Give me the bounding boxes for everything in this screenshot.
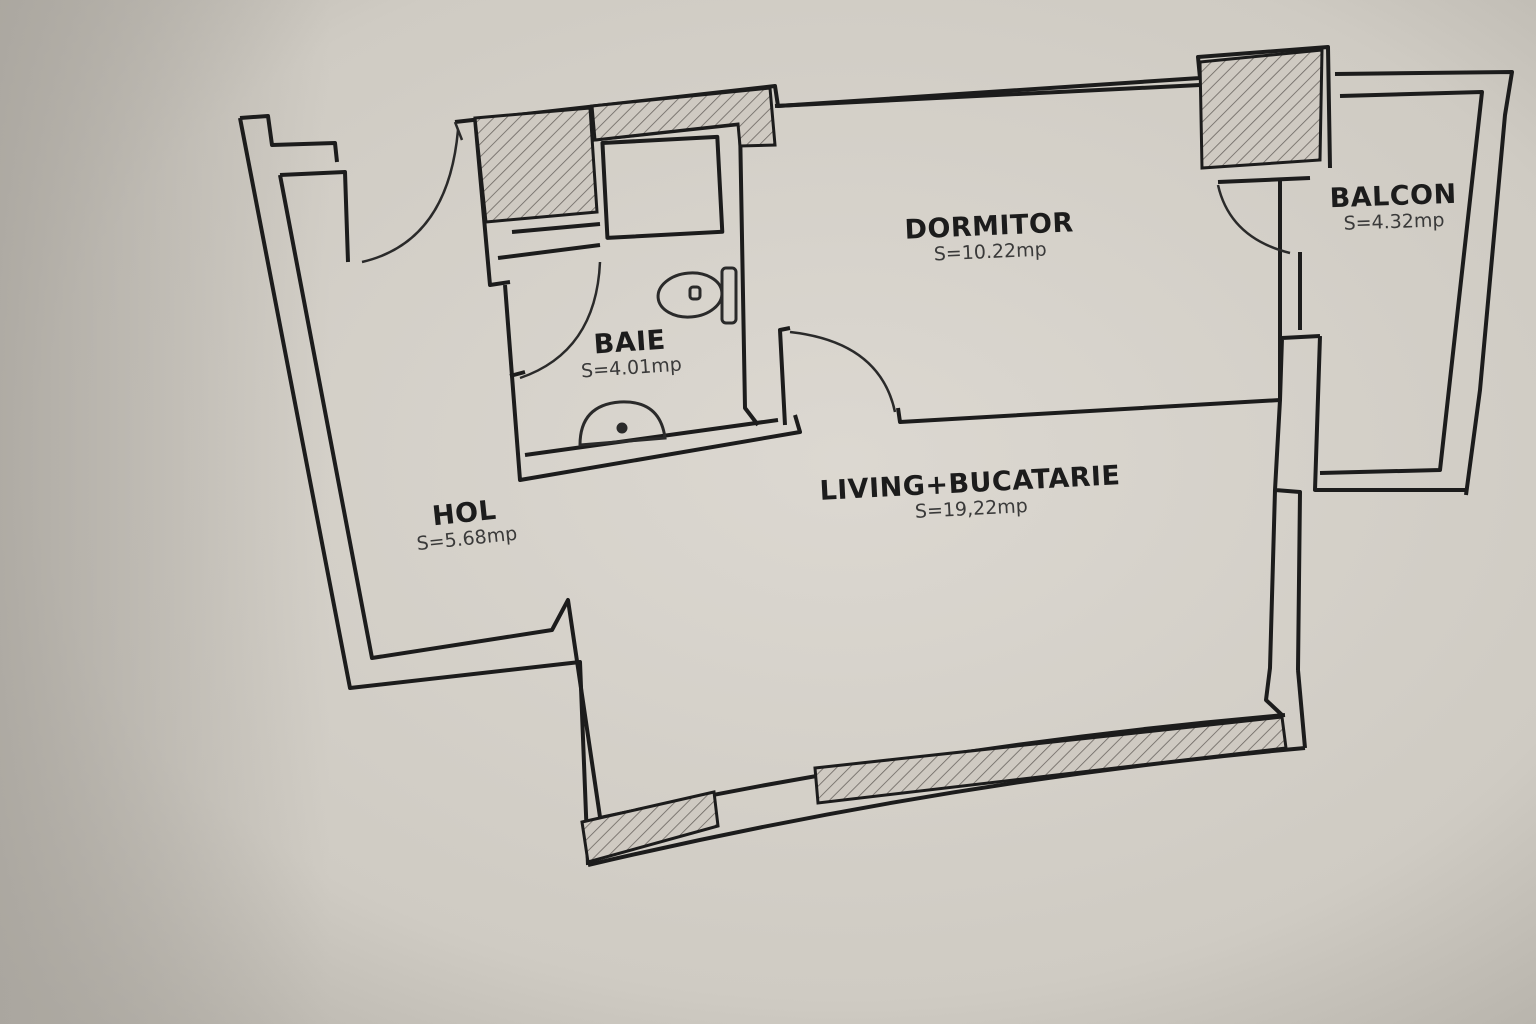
sink-icon xyxy=(578,400,667,447)
bathroom-door xyxy=(519,261,602,380)
structural-columns xyxy=(473,48,1324,864)
room-name: BALCON xyxy=(1329,178,1458,215)
walls xyxy=(238,45,1514,867)
room-label-balcon: BALCON S=4.32mp xyxy=(1329,178,1458,235)
room-label-baie: BAIE S=4.01mp xyxy=(578,325,682,383)
room-label-dormitor: DORMITOR S=10.22mp xyxy=(903,207,1075,265)
room-name: DORMITOR xyxy=(903,207,1075,246)
bedroom-door xyxy=(789,330,897,413)
paper-shadow xyxy=(0,0,330,1024)
doors xyxy=(361,121,1291,413)
toilet-icon xyxy=(656,266,738,325)
room-label-hol: HOL S=5.68mp xyxy=(413,495,519,555)
entrance-door xyxy=(361,129,460,264)
room-area: S=4.32mp xyxy=(1343,209,1445,235)
balcony-door xyxy=(1216,184,1291,255)
